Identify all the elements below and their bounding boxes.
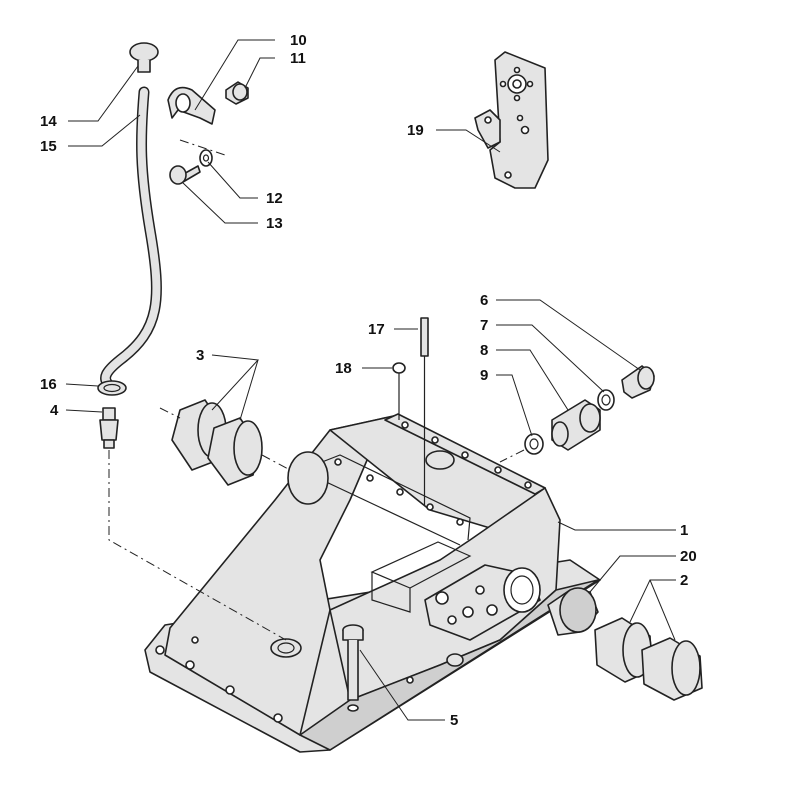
callout-13: 13 <box>266 215 283 232</box>
part-16-clip <box>97 380 127 396</box>
callout-17: 17 <box>368 321 385 338</box>
callout-8: 8 <box>480 342 488 359</box>
part-14-cap <box>129 42 159 73</box>
part-18-o-ring <box>392 362 406 420</box>
callout-14: 14 <box>40 113 57 130</box>
callout-3: 3 <box>196 347 204 364</box>
part-3-bushings <box>159 399 291 486</box>
part-5-bolt <box>342 624 364 712</box>
callout-6: 6 <box>480 292 488 309</box>
callout-1: 1 <box>680 522 688 539</box>
callout-11: 11 <box>290 50 306 67</box>
callout-18: 18 <box>335 360 352 377</box>
part-19-bracket <box>474 51 549 189</box>
callout-15: 15 <box>40 138 57 155</box>
callout-7: 7 <box>480 317 488 334</box>
callout-5: 5 <box>450 712 458 729</box>
part-11-spacer <box>225 81 249 105</box>
assembly-line-4 <box>108 450 287 641</box>
part-4-fitting <box>99 407 119 449</box>
part-15-hose <box>100 86 162 390</box>
callout-20: 20 <box>680 548 697 565</box>
part-6-plug <box>621 365 655 399</box>
callout-19: 19 <box>407 122 424 139</box>
callout-4: 4 <box>50 402 59 419</box>
part-9-washer <box>499 433 544 463</box>
callout-16: 16 <box>40 376 57 393</box>
part-20-cap <box>547 587 599 636</box>
part-17-stud <box>420 317 429 505</box>
part-7-washer <box>597 389 615 411</box>
callout-10: 10 <box>290 32 307 49</box>
callout-2: 2 <box>680 572 688 589</box>
clamp-axis <box>179 139 226 156</box>
callout-12: 12 <box>266 190 283 207</box>
callout-9: 9 <box>480 367 488 384</box>
callout-labels: 10 11 14 15 12 13 19 6 7 8 9 17 18 3 16 … <box>40 32 697 729</box>
part-12-washer <box>199 149 213 167</box>
part-2-bushings <box>594 617 703 701</box>
part-13-screw <box>169 165 201 185</box>
part-10-clamp <box>167 86 216 125</box>
part-8-fitting <box>551 399 601 451</box>
leader-lines <box>65 39 676 721</box>
